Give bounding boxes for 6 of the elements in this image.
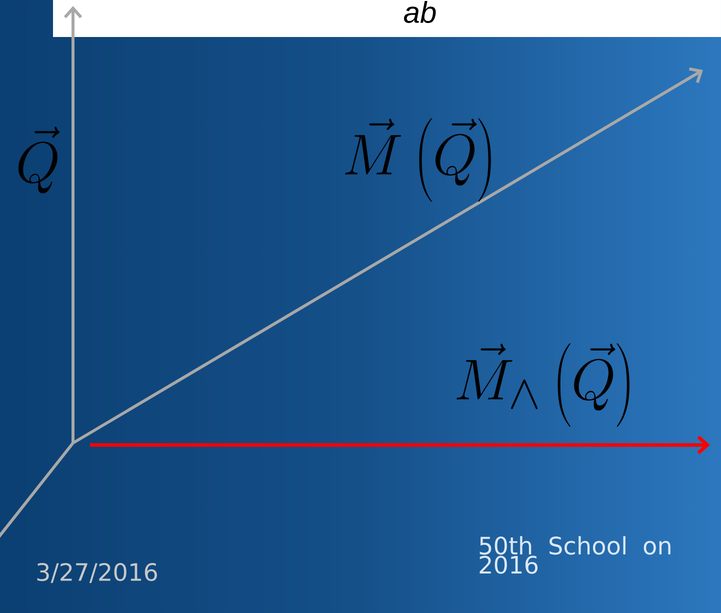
heading-fragment: ab [404,0,436,24]
vector-formula: $\vec{M}\left(\vec{Q}\right)$ [345,118,491,202]
vector-formula: $\vec{M}_{\wedge}\left(\vec{Q}\right)$ [456,343,630,427]
vector-formula: $\vec{Q}$ [18,126,60,194]
date-text: 3/27/2016 [37,562,157,584]
footer-text: 50th School on 2016 [480,536,670,574]
